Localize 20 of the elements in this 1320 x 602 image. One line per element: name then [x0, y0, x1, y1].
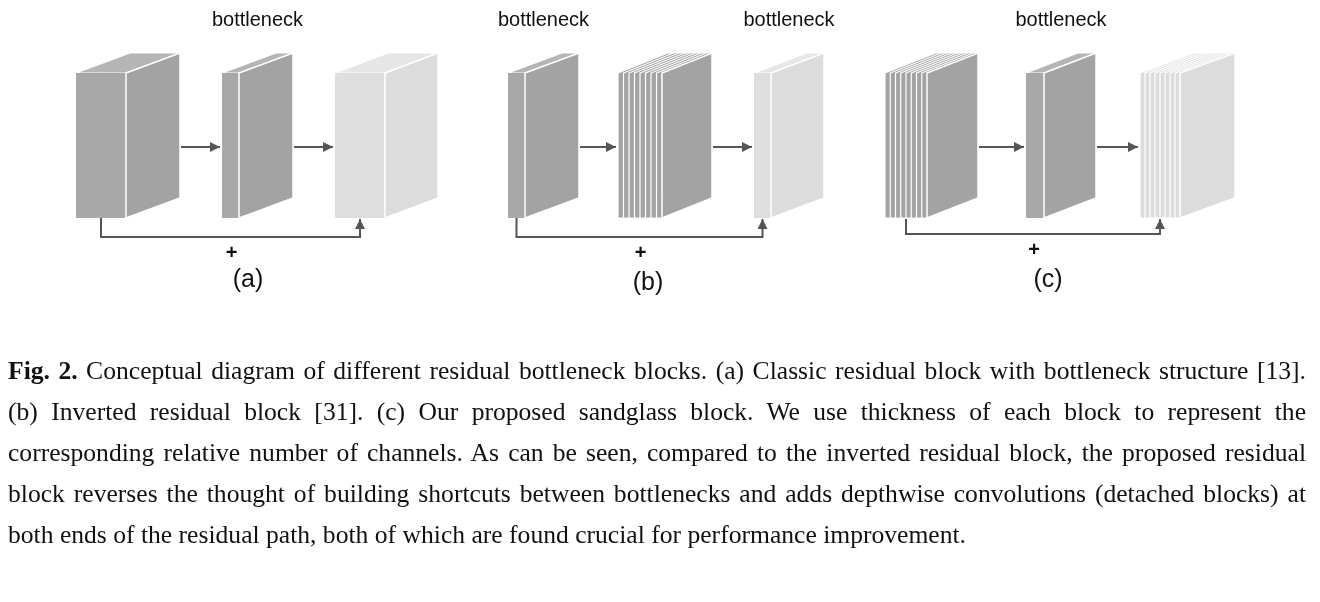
- block-label: bottleneck: [497, 8, 590, 31]
- panel-label: (b): [632, 267, 664, 296]
- shortcut-arrow: [515, 217, 768, 238]
- block-label: bottleneck: [1015, 8, 1107, 31]
- arrow: [293, 142, 334, 152]
- arrow: [579, 142, 617, 152]
- shortcut-arrow: [905, 217, 1165, 235]
- block-label: bottleneck: [211, 8, 304, 31]
- shortcut-arrow: [100, 217, 365, 238]
- edge-label: +: [225, 242, 238, 262]
- arrow: [712, 142, 753, 152]
- arrow: [180, 142, 221, 152]
- block-label: bottleneck: [743, 8, 835, 31]
- arrow: [978, 142, 1025, 152]
- panel-label: (a): [232, 264, 264, 293]
- edge-label: +: [634, 242, 647, 262]
- panel-label: (c): [1033, 264, 1063, 293]
- figure-caption: Fig. 2. Conceptual diagram of different residual bottleneck blocks. (a) Classic residual block with bottleneck structure [13]. (b) Inverted residual block [31]. (c) Our proposed sandglass block. We use thickness of each block to represent the corresponding relative number of channels. As can be seen, compared to the inverted residual block, the proposed residual block reverses the thought of building shortcuts between bottlenecks and adds depthwise convolutions (detached blocks) at both ends of the residual path, both of which are found crucial for performance improvement.: [8, 355, 1306, 551]
- arrow: [1096, 142, 1139, 152]
- edge-label: +: [1028, 239, 1040, 259]
